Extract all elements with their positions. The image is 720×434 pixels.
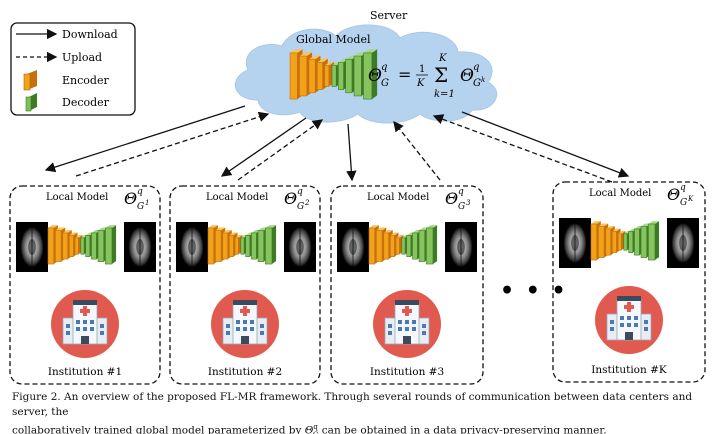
- local-theta-subsup: 3: [466, 199, 471, 207]
- local-theta-subsup: 1: [145, 199, 149, 207]
- decoder-block: [105, 225, 117, 265]
- global-model-network: [289, 49, 378, 100]
- download-arrow-2: [220, 117, 307, 177]
- aggregation-formula: Θ q G = 1 K K Σ k=1 Θ q G k: [368, 53, 485, 100]
- local-theta: Θ: [445, 189, 458, 208]
- institution-name: Institution #1: [48, 366, 122, 378]
- institution-name: Institution #K: [591, 364, 667, 376]
- local-model-label: Local Model: [367, 192, 429, 203]
- formula-sup: q: [381, 62, 387, 73]
- local-theta-sup: q: [680, 183, 686, 193]
- institution-name: Institution #3: [370, 366, 444, 378]
- local-theta: Θ: [667, 185, 680, 204]
- formula-sum-bottom: k=1: [434, 89, 455, 100]
- figure-caption: Figure 2. An overview of the proposed FL…: [12, 390, 712, 434]
- ellipsis: • • •: [500, 278, 568, 304]
- hospital-icon: [211, 290, 279, 358]
- formula-rhs-theta: Θ: [460, 66, 474, 86]
- institution-name: Institution #2: [208, 366, 282, 378]
- formula-rhs-sup: q: [473, 62, 479, 73]
- download-arrow-k: [461, 111, 630, 178]
- decoder-block: [648, 221, 660, 261]
- local-theta-subsup: K: [687, 195, 694, 203]
- upload-arrow-1: [75, 111, 270, 177]
- local-model-label: Local Model: [589, 188, 651, 199]
- formula-rhs-subsup: k: [481, 76, 485, 84]
- upload-arrow-2: [237, 119, 324, 181]
- download-arrow-1: [44, 105, 246, 173]
- local-theta-subsup: 2: [304, 199, 310, 207]
- local-theta-sub: G: [297, 202, 304, 212]
- local-theta-sub: G: [680, 198, 687, 208]
- hospital-icon: [51, 290, 119, 358]
- upload-arrow-3: [393, 120, 441, 181]
- local-theta-sup: q: [137, 187, 143, 197]
- communication-arrows: [44, 105, 630, 183]
- global-model-label: Global Model: [296, 33, 371, 46]
- hospital-icon: [595, 286, 663, 354]
- local-theta-sup: q: [458, 187, 464, 197]
- decoder-block: [363, 49, 378, 100]
- decoder-block: [265, 225, 277, 265]
- download-arrow-3: [346, 123, 357, 182]
- decoder-block-icon: [25, 93, 37, 112]
- formula-sum-top: K: [438, 53, 447, 64]
- legend-download-label: Download: [62, 28, 118, 41]
- legend-decoder-label: Decoder: [62, 96, 110, 109]
- local-model-label: Local Model: [206, 192, 268, 203]
- formula-frac-num: 1: [419, 64, 425, 75]
- formula-theta: Θ: [368, 66, 382, 86]
- local-theta-sup: q: [297, 187, 303, 197]
- local-model-label: Local Model: [46, 192, 108, 203]
- local-theta-sub: G: [137, 202, 144, 212]
- formula-rhs-sub: G: [473, 78, 481, 89]
- encoder-block-icon: [23, 70, 37, 91]
- formula-sub: G: [381, 78, 389, 89]
- formula-eq: =: [398, 65, 411, 84]
- upload-arrow-k: [432, 114, 613, 183]
- caption-line-1: Figure 2. An overview of the proposed FL…: [12, 391, 693, 418]
- formula-sum: Σ: [434, 63, 448, 87]
- server-label: Server: [370, 9, 408, 22]
- local-theta: Θ: [284, 189, 297, 208]
- hospital-icon: [373, 290, 441, 358]
- local-theta-sub: G: [458, 202, 465, 212]
- caption-line-2: collaboratively trained global model par…: [12, 423, 607, 434]
- legend-upload-label: Upload: [62, 51, 102, 64]
- local-theta: Θ: [124, 189, 137, 208]
- formula-frac-den: K: [416, 78, 425, 89]
- legend-encoder-label: Encoder: [62, 74, 109, 87]
- decoder-block: [426, 225, 438, 265]
- legend: Download Upload Encoder Decoder: [10, 22, 136, 116]
